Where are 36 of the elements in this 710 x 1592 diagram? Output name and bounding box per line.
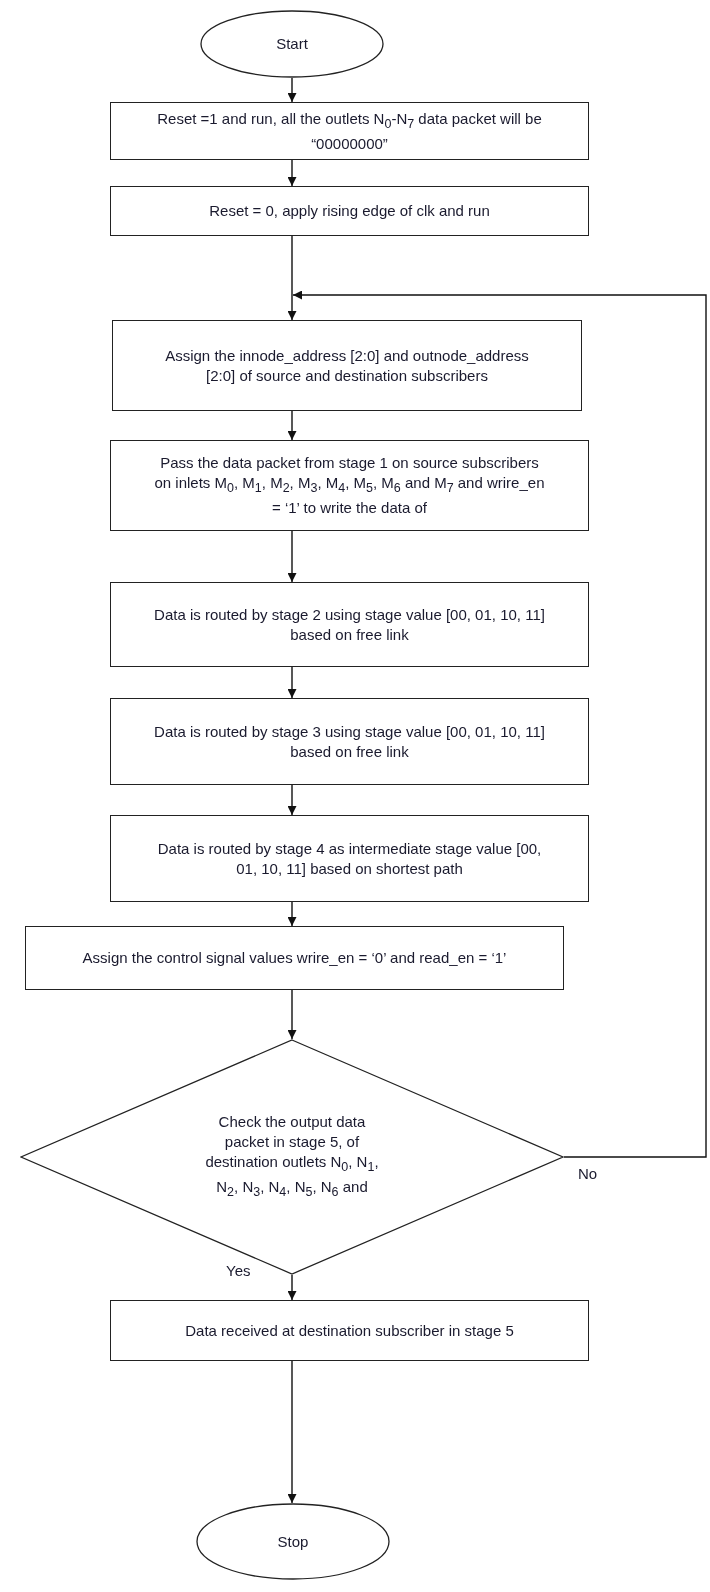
process-box — [110, 698, 589, 785]
process-box — [110, 440, 589, 531]
process-box — [112, 320, 582, 411]
arrow — [292, 290, 707, 1158]
step-text: Assign the control signal values wrire_en = ‘0’ and read_en = ‘1’ — [82, 948, 507, 968]
process-box — [110, 815, 589, 902]
arrow — [287, 235, 297, 321]
arrow — [287, 989, 297, 1040]
arrow — [287, 410, 297, 441]
step-text: Data received at destination subscriber in stage 5 — [185, 1320, 514, 1341]
arrow — [287, 1274, 297, 1301]
step-text: Data is routed by stage 3 using stage value [00, 01, 10, 11] based on free link — [153, 721, 546, 762]
process-box — [110, 582, 589, 667]
step-text: Pass the data packet from stage 1 on source subscribers on inlets M$_{0}$, M$_{1}$, M$_{2}$, M$_{3}$, M$_{4}$, M$_{5}$, M$_{6}$ and M$_{7}$ and wrire_en = ‘1’ to write the data of — [153, 453, 546, 518]
arrow — [287, 901, 297, 927]
step-text: Data is routed by stage 2 using stage value [00, 01, 10, 11] based on free link — [153, 604, 546, 645]
decision-diamond — [20, 1039, 564, 1275]
step-text: Assign the innode_address [2:0] and outnode_address [2:0] of source and destination subscribers — [164, 345, 530, 386]
terminal-label: Start — [276, 34, 308, 54]
process-box — [110, 1300, 589, 1361]
step-text: Data is routed by stage 4 as intermediate stage value [00, 01, 10, 11] based on shortest path — [156, 838, 543, 879]
step-text: Reset =1 and run, all the outlets N$_{0}$-N$_{7}$ data packet will be “00000000” — [156, 108, 543, 154]
decision-text: Check the output data packet in stage 5, of destination outlets N$_{0}$, N$_{1}$, N$_{2}$, N$_{3}$, N$_{4}$, N$_{5}$, N$_{6}$ and — [204, 1112, 380, 1201]
terminal-ellipse — [196, 1503, 390, 1580]
process-box — [110, 186, 589, 236]
terminal-ellipse — [200, 10, 384, 78]
process-box — [25, 926, 564, 990]
terminal-label: Stop — [277, 1531, 309, 1552]
arrow — [287, 77, 297, 103]
arrow — [287, 1360, 297, 1504]
step-text: Reset = 0, apply rising edge of clk and run — [209, 201, 490, 221]
process-box — [110, 102, 589, 160]
arrow — [287, 784, 297, 816]
arrow — [287, 530, 297, 583]
arrow — [287, 666, 297, 699]
arrow — [287, 159, 297, 187]
